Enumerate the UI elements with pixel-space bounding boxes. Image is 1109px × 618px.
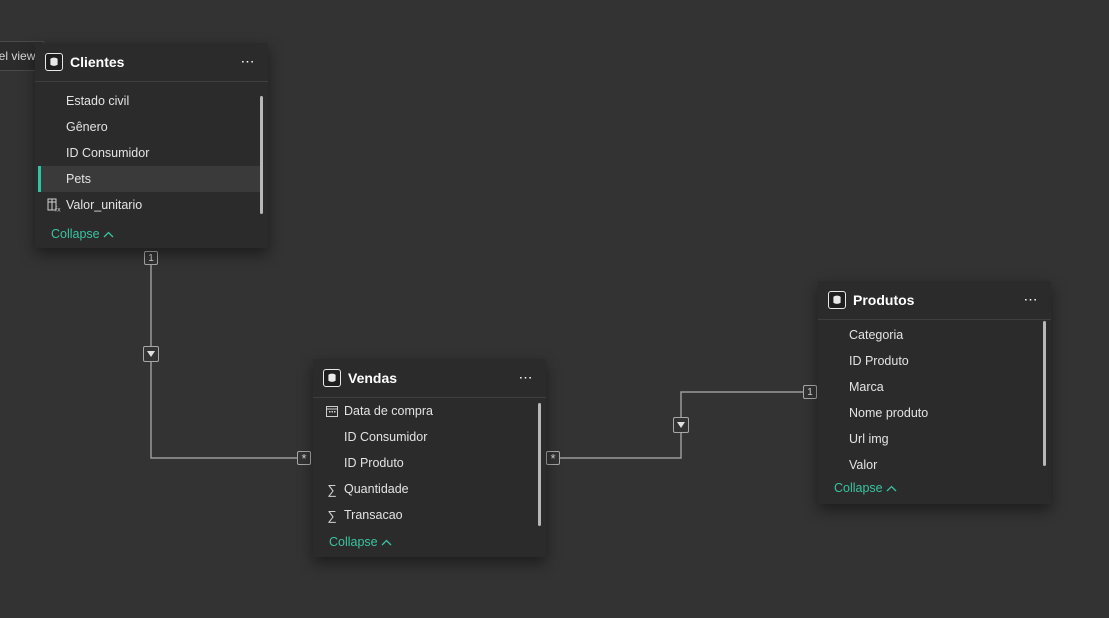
field-label: Pets	[66, 172, 92, 186]
calendar-icon	[325, 404, 339, 418]
collapse-button[interactable]: Collapse	[834, 481, 897, 495]
field-item[interactable]: Marca	[821, 374, 1043, 400]
more-options-button[interactable]: ⋯	[1021, 290, 1041, 308]
field-item[interactable]: Estado civil	[38, 88, 260, 114]
table-icon	[45, 53, 63, 71]
table-title: Produtos	[853, 292, 915, 308]
chevron-up-icon	[103, 231, 114, 237]
field-label: Url img	[849, 432, 889, 446]
cardinality-one-badge-produtos: 1	[803, 385, 817, 399]
field-label: Valor	[849, 458, 878, 472]
cardinality-many-badge-vendas-right: *	[546, 450, 560, 466]
field-item[interactable]: Url img	[821, 426, 1043, 452]
field-list: Categoria ID Produto Marca Nome produto …	[818, 320, 1051, 478]
field-label: Estado civil	[66, 94, 130, 108]
field-label: Marca	[849, 380, 884, 394]
scrollbar[interactable]	[538, 403, 541, 526]
field-item[interactable]: ∑ Quantidade	[316, 476, 538, 502]
field-item[interactable]: fx Valor_unitario	[38, 192, 260, 218]
field-label: Categoria	[849, 328, 904, 342]
field-item-selected[interactable]: Pets	[38, 166, 260, 192]
field-label: ID Consumidor	[66, 146, 150, 160]
filter-direction-icon[interactable]	[143, 346, 159, 362]
table-card-vendas[interactable]: Vendas ⋯ Data de compra ID Consumidor ID…	[313, 359, 546, 557]
field-label: ID Consumidor	[344, 430, 428, 444]
more-options-icon: ⋯	[518, 368, 534, 385]
field-item[interactable]: Gênero	[38, 114, 260, 140]
cardinality-one-badge-clientes: 1	[144, 251, 158, 265]
field-item[interactable]: Data de compra	[316, 398, 538, 424]
field-label: ID Produto	[344, 456, 404, 470]
table-header[interactable]: Produtos ⋯	[818, 281, 1051, 320]
more-options-button[interactable]: ⋯	[516, 368, 536, 386]
field-label: Nome produto	[849, 406, 929, 420]
table-card-produtos[interactable]: Produtos ⋯ Categoria ID Produto Marca No…	[818, 281, 1051, 504]
calculated-column-icon: fx	[47, 198, 61, 212]
cardinality-many-label: *	[301, 450, 307, 466]
chevron-up-icon	[886, 485, 897, 491]
sigma-icon: ∑	[327, 481, 337, 497]
table-icon	[323, 369, 341, 387]
field-item[interactable]: ID Consumidor	[316, 424, 538, 450]
field-label: Valor_unitario	[66, 198, 143, 212]
cardinality-many-badge-vendas-left: *	[297, 450, 311, 466]
table-header[interactable]: Clientes ⋯	[35, 43, 268, 82]
field-item[interactable]: ID Consumidor	[38, 140, 260, 166]
relationship-line-clientes-vendas[interactable]	[150, 265, 300, 459]
more-options-icon: ⋯	[240, 52, 256, 69]
table-title: Clientes	[70, 54, 125, 70]
table-icon	[828, 291, 846, 309]
more-options-icon: ⋯	[1023, 290, 1039, 307]
scrollbar[interactable]	[260, 96, 263, 214]
cardinality-many-label: *	[550, 450, 556, 466]
more-options-button[interactable]: ⋯	[238, 52, 258, 70]
filter-direction-icon[interactable]	[673, 417, 689, 433]
collapse-label: Collapse	[329, 535, 378, 549]
tooltip-text: del view	[0, 49, 36, 63]
table-title: Vendas	[348, 370, 398, 386]
field-label: Gênero	[66, 120, 108, 134]
collapse-label: Collapse	[834, 481, 883, 495]
field-label: ID Produto	[849, 354, 909, 368]
table-card-clientes[interactable]: Clientes ⋯ Estado civil Gênero ID Consum…	[35, 43, 268, 248]
chevron-up-icon	[381, 539, 392, 545]
field-label: Quantidade	[344, 482, 409, 496]
field-item[interactable]: ID Produto	[821, 348, 1043, 374]
field-item[interactable]: ID Produto	[316, 450, 538, 476]
field-label: Data de compra	[344, 404, 433, 418]
collapse-button[interactable]: Collapse	[329, 535, 392, 549]
field-list: Data de compra ID Consumidor ID Produto …	[313, 398, 546, 528]
collapse-button[interactable]: Collapse	[51, 227, 114, 241]
field-item[interactable]: ∑ Transacao	[316, 502, 538, 528]
sigma-icon: ∑	[327, 507, 337, 523]
table-header[interactable]: Vendas ⋯	[313, 359, 546, 398]
collapse-label: Collapse	[51, 227, 100, 241]
svg-text:fx: fx	[55, 207, 61, 213]
field-item[interactable]: Nome produto	[821, 400, 1043, 426]
cardinality-one-label: 1	[807, 386, 813, 398]
cardinality-one-label: 1	[148, 252, 154, 264]
field-list: Estado civil Gênero ID Consumidor Pets f…	[35, 82, 268, 218]
field-item[interactable]: Valor	[821, 452, 1043, 478]
scrollbar[interactable]	[1043, 321, 1046, 466]
field-item[interactable]: Categoria	[821, 322, 1043, 348]
field-label: Transacao	[344, 508, 403, 522]
